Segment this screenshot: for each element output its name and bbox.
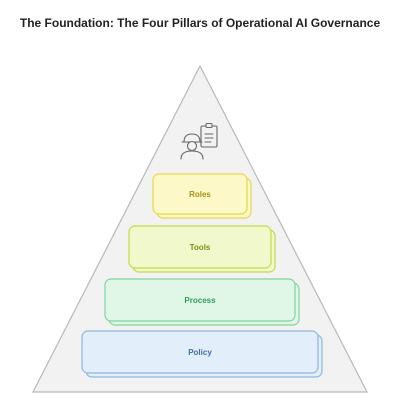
layer-roles-box xyxy=(152,173,248,215)
layer-process: Process xyxy=(104,278,300,326)
layer-roles: Roles xyxy=(152,173,252,219)
layer-process-box xyxy=(104,278,296,322)
layer-tools-label: Tools xyxy=(190,243,211,252)
layer-policy-label: Policy xyxy=(188,348,212,357)
layer-policy: Policy xyxy=(81,330,323,378)
layer-process-label: Process xyxy=(184,296,216,305)
layer-roles-label: Roles xyxy=(189,190,211,199)
diagram-title: The Foundation: The Four Pillars of Oper… xyxy=(19,16,381,30)
layer-tools: Tools xyxy=(128,225,276,273)
layer-policy-box xyxy=(81,330,319,374)
layer-tools-box xyxy=(128,225,272,269)
person-with-clipboard-icon xyxy=(180,122,218,160)
